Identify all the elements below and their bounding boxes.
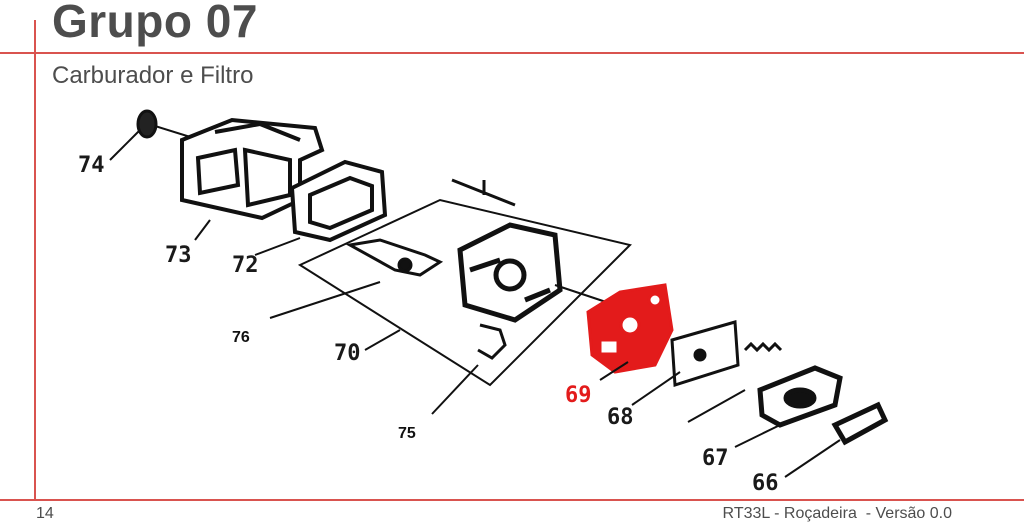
page-number: 14 <box>36 505 54 522</box>
label-part-68: 68 <box>607 405 634 430</box>
label-part-72: 72 <box>232 253 259 278</box>
part-73-filter-cover <box>180 117 325 221</box>
part-69-carburetor <box>586 283 674 374</box>
header-rule <box>0 52 1024 54</box>
footer-rule <box>0 499 1024 501</box>
part-67-intake-flange <box>757 365 843 428</box>
part-filter-base <box>457 222 563 323</box>
label-part-76: 76 <box>232 329 250 346</box>
part-75-clip <box>477 323 507 360</box>
left-margin-rule <box>34 20 36 500</box>
part-72-foam-filter <box>289 159 388 243</box>
label-part-74: 74 <box>78 153 105 178</box>
label-part-69: 69 <box>565 383 592 408</box>
leader-lines <box>109 129 841 478</box>
part-76-choke-lever <box>345 238 444 277</box>
part-long-screw <box>451 178 516 207</box>
label-part-73: 73 <box>165 243 192 268</box>
part-70-base-plate <box>297 198 632 387</box>
part-spring <box>743 341 783 353</box>
label-part-67: 67 <box>702 446 729 471</box>
page-title: Grupo 07 <box>52 0 258 47</box>
part-66-gasket-plate <box>831 401 889 446</box>
page-subtitle: Carburador e Filtro <box>52 62 254 89</box>
footer-document-title: RT33L - Roçadeira - Versão 0.0 <box>722 505 952 522</box>
label-part-70: 70 <box>334 341 361 366</box>
part-68-gasket <box>670 320 740 388</box>
label-part-75: 75 <box>398 425 416 442</box>
label-part-66: 66 <box>752 471 779 496</box>
